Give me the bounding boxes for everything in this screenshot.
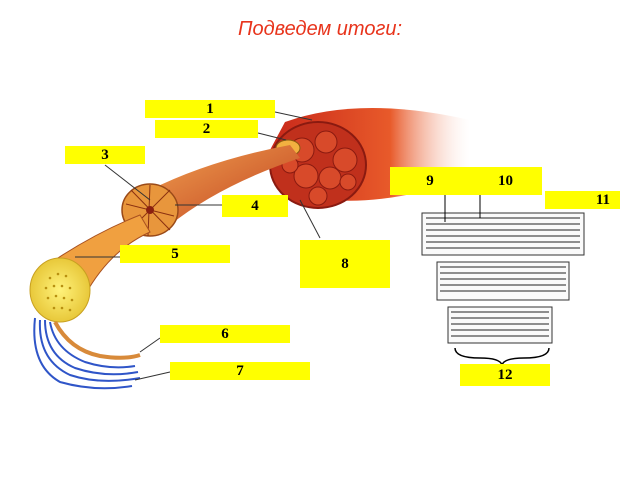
label-2: 2 bbox=[155, 120, 258, 138]
myofibril-strand bbox=[53, 321, 141, 360]
label-7: 7 bbox=[170, 362, 310, 380]
fascicle-bundle bbox=[121, 145, 300, 237]
label-3: 3 bbox=[65, 146, 145, 164]
label-11: 11 bbox=[545, 191, 620, 209]
label-5: 5 bbox=[120, 245, 230, 263]
leader-lines bbox=[75, 111, 321, 381]
label-6: 6 bbox=[160, 325, 290, 343]
filament-strands bbox=[33, 317, 141, 390]
page-title: Подведем итоги: bbox=[237, 18, 402, 40]
label-4: 4 bbox=[222, 195, 288, 217]
label-12: 12 bbox=[460, 364, 550, 386]
label-9: 9 bbox=[390, 167, 470, 195]
label-10: 10 bbox=[470, 167, 542, 195]
label-1: 1 bbox=[145, 100, 275, 118]
label-8: 8 bbox=[300, 240, 390, 288]
sarcomere-diagram bbox=[421, 195, 585, 368]
muscle-fiber bbox=[29, 214, 151, 323]
